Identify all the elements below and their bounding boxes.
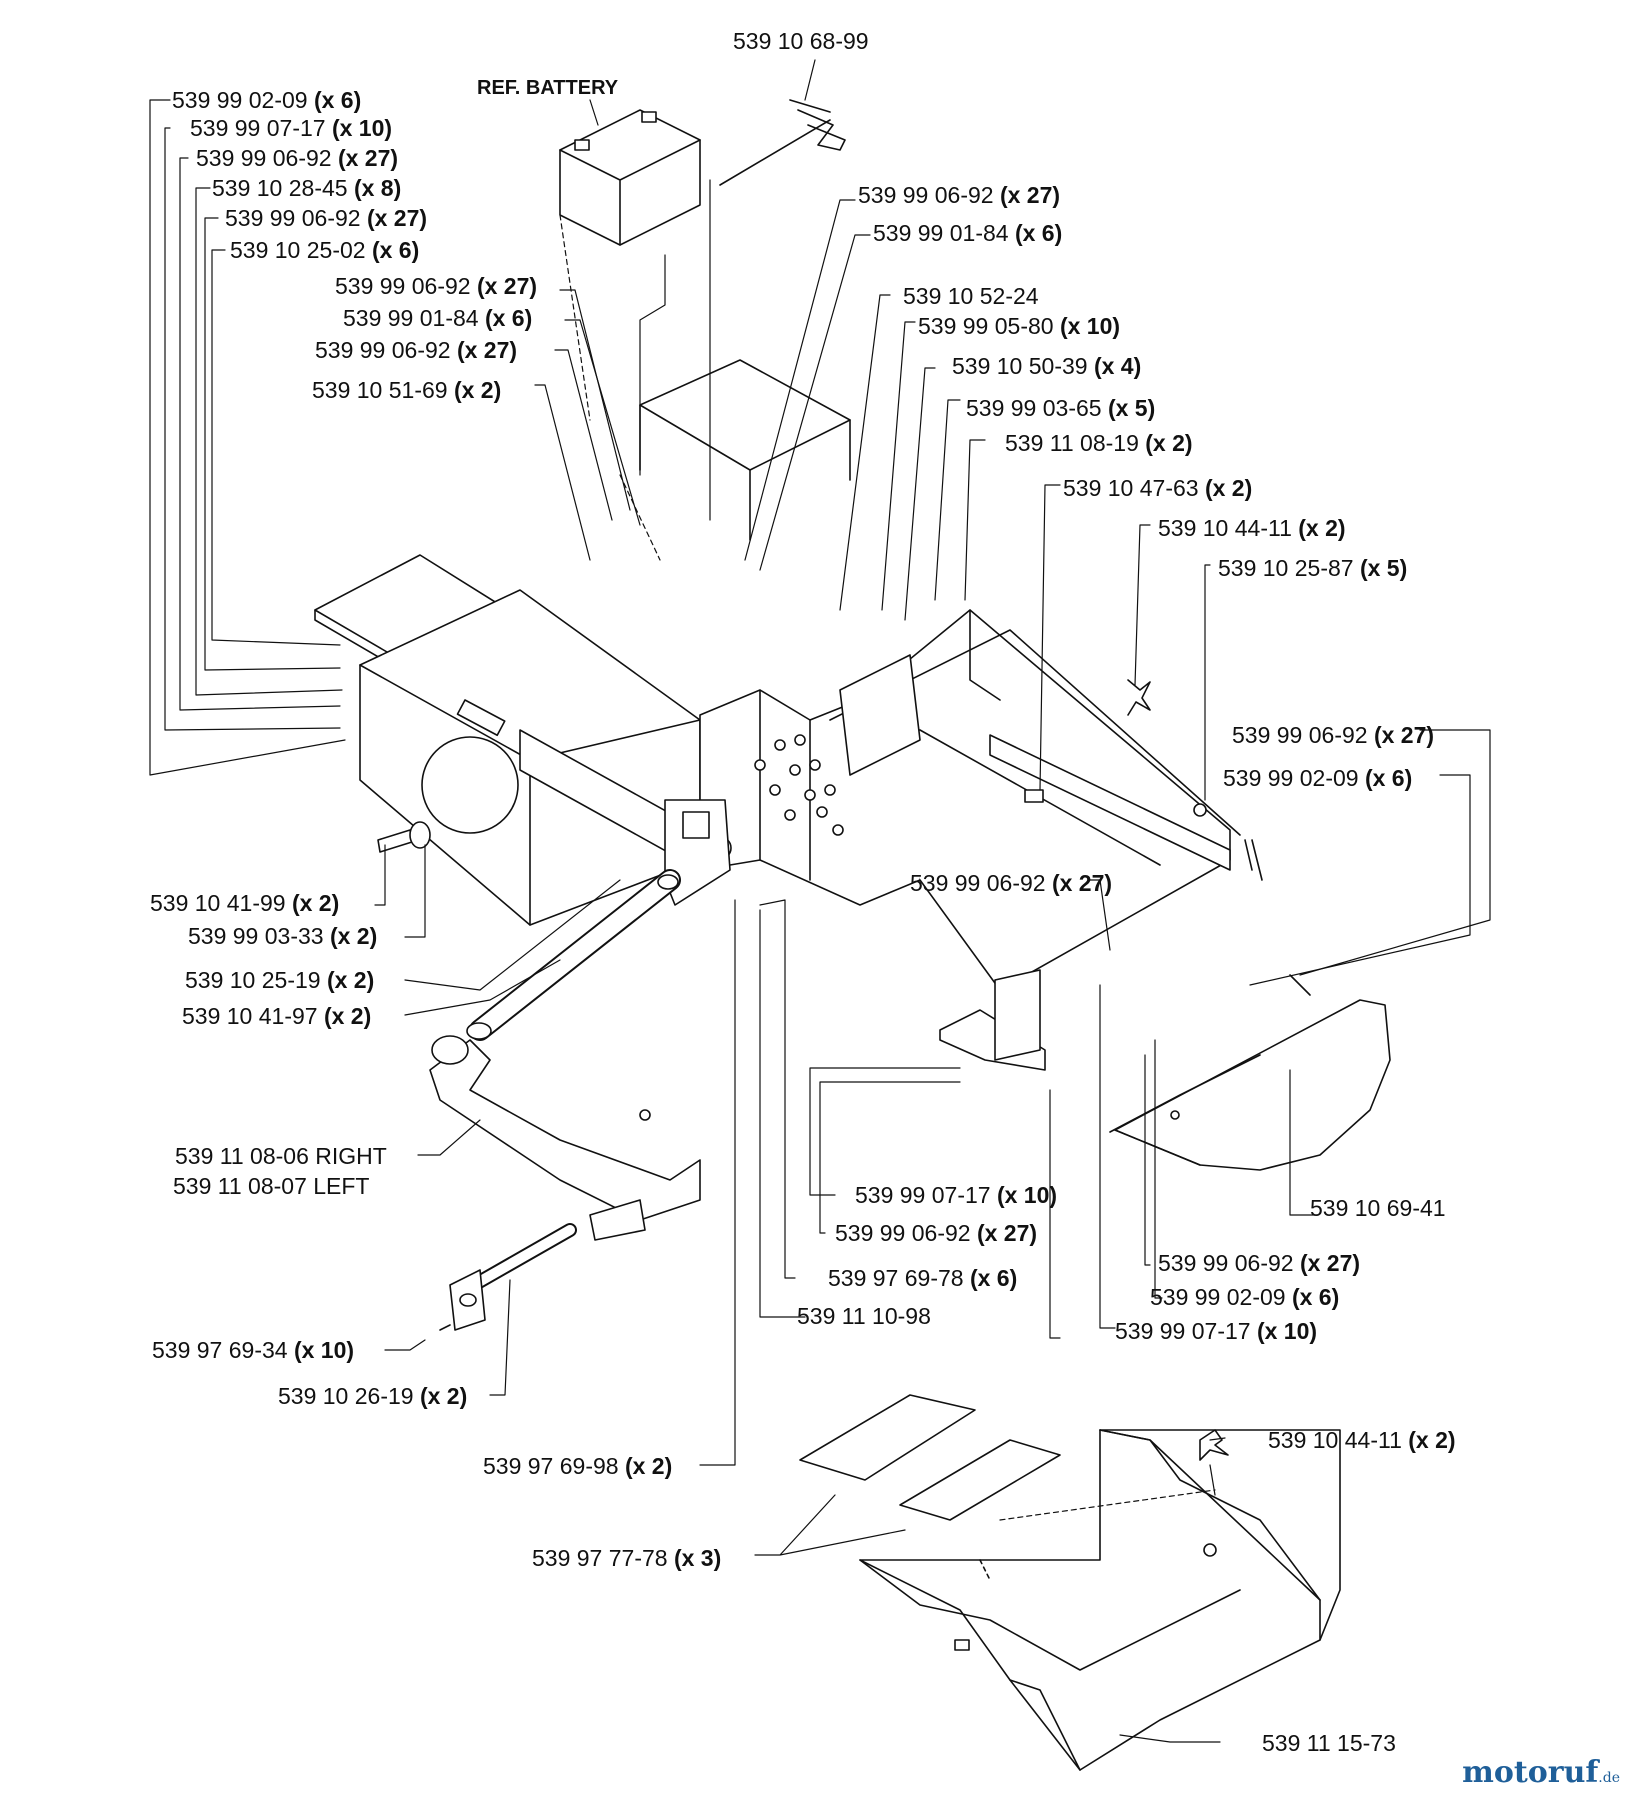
knob-drawing bbox=[1199, 1429, 1229, 1461]
foot-pads-drawing bbox=[799, 1394, 1061, 1521]
part-label[interactable]: 539 99 02-09 (x 6) bbox=[1150, 1284, 1340, 1310]
part-label[interactable]: 539 11 08-19 (x 2) bbox=[1005, 430, 1193, 456]
part-label[interactable]: 539 97 69-98 (x 2) bbox=[483, 1453, 673, 1479]
part-label[interactable]: 539 10 26-19 (x 2) bbox=[278, 1383, 468, 1409]
part-label[interactable]: 539 11 15-73 bbox=[1262, 1730, 1396, 1756]
part-label[interactable]: 539 99 06-92 (x 27) bbox=[1232, 722, 1435, 748]
part-label[interactable]: 539 99 01-84 (x 6) bbox=[873, 220, 1063, 246]
part-label[interactable]: 539 99 05-80 (x 10) bbox=[918, 313, 1121, 339]
right-cover-drawing bbox=[1109, 974, 1391, 1171]
part-label[interactable]: 539 99 07-17 (x 10) bbox=[190, 115, 393, 141]
wheel-arm-drawing bbox=[429, 1035, 701, 1241]
part-label[interactable]: 539 97 69-78 (x 6) bbox=[828, 1265, 1018, 1291]
main-frame-drawing bbox=[314, 359, 1263, 1071]
part-label[interactable]: 539 99 07-17 (x 10) bbox=[1115, 1318, 1318, 1344]
part-label[interactable]: 539 10 44-11 (x 2) bbox=[1158, 515, 1346, 541]
top-bracket-drawing bbox=[719, 99, 846, 186]
part-label[interactable]: 539 10 41-99 (x 2) bbox=[150, 890, 340, 916]
part-label[interactable]: 539 10 25-87 (x 5) bbox=[1218, 555, 1408, 581]
part-label[interactable]: 539 11 08-06 RIGHT bbox=[175, 1143, 387, 1169]
part-label[interactable]: 539 99 06-92 (x 27) bbox=[910, 870, 1113, 896]
part-label[interactable]: 539 10 52-24 bbox=[903, 283, 1039, 309]
part-label[interactable]: 539 99 06-92 (x 27) bbox=[858, 182, 1061, 208]
part-label[interactable]: 539 10 68-99 bbox=[733, 28, 869, 54]
part-label[interactable]: 539 99 06-92 (x 27) bbox=[315, 337, 518, 363]
front-axle-drawing bbox=[377, 821, 681, 1041]
part-label[interactable]: 539 10 28-45 (x 8) bbox=[212, 175, 402, 201]
part-label[interactable]: 539 99 06-92 (x 27) bbox=[835, 1220, 1038, 1246]
part-label[interactable]: 539 10 47-63 (x 2) bbox=[1063, 475, 1253, 501]
lower-axle-drawing bbox=[439, 1109, 651, 1331]
part-label[interactable]: 539 99 06-92 (x 27) bbox=[335, 273, 538, 299]
part-label[interactable]: 539 97 77-78 (x 3) bbox=[532, 1545, 722, 1571]
part-label[interactable]: 539 10 50-39 (x 4) bbox=[952, 353, 1142, 379]
part-label[interactable]: 539 99 06-92 (x 27) bbox=[225, 205, 428, 231]
part-label[interactable]: 539 97 69-34 (x 10) bbox=[152, 1337, 355, 1363]
motoruf-watermark[interactable]: motoruf.de bbox=[1462, 1755, 1620, 1790]
part-label[interactable]: 539 10 41-97 (x 2) bbox=[182, 1003, 372, 1029]
part-label[interactable]: 539 10 25-02 (x 6) bbox=[230, 237, 420, 263]
part-label[interactable]: 539 99 03-65 (x 5) bbox=[966, 395, 1156, 421]
part-label[interactable]: 539 99 02-09 (x 6) bbox=[1223, 765, 1413, 791]
part-label[interactable]: 539 10 51-69 (x 2) bbox=[312, 377, 502, 403]
part-label[interactable]: 539 10 69-41 bbox=[1310, 1195, 1446, 1221]
part-label[interactable]: 539 99 01-84 (x 6) bbox=[343, 305, 533, 331]
part-label[interactable]: 539 99 06-92 (x 27) bbox=[1158, 1250, 1361, 1276]
part-label[interactable]: 539 11 10-98 bbox=[797, 1303, 931, 1329]
part-label[interactable]: 539 99 07-17 (x 10) bbox=[855, 1182, 1058, 1208]
leader-lines bbox=[149, 59, 1491, 1743]
battery-drawing bbox=[559, 109, 701, 246]
part-label[interactable]: 539 99 02-09 (x 6) bbox=[172, 87, 362, 113]
part-label[interactable]: 539 99 06-92 (x 27) bbox=[196, 145, 399, 171]
part-label[interactable]: 539 10 44-11 (x 2) bbox=[1268, 1427, 1456, 1453]
floor-pan-drawing bbox=[859, 1429, 1341, 1771]
part-label[interactable]: 539 11 08-07 LEFT bbox=[173, 1173, 370, 1199]
part-label[interactable]: 539 99 03-33 (x 2) bbox=[188, 923, 378, 949]
battery-reference-label: REF. BATTERY bbox=[477, 77, 619, 99]
part-label[interactable]: 539 10 25-19 (x 2) bbox=[185, 967, 375, 993]
